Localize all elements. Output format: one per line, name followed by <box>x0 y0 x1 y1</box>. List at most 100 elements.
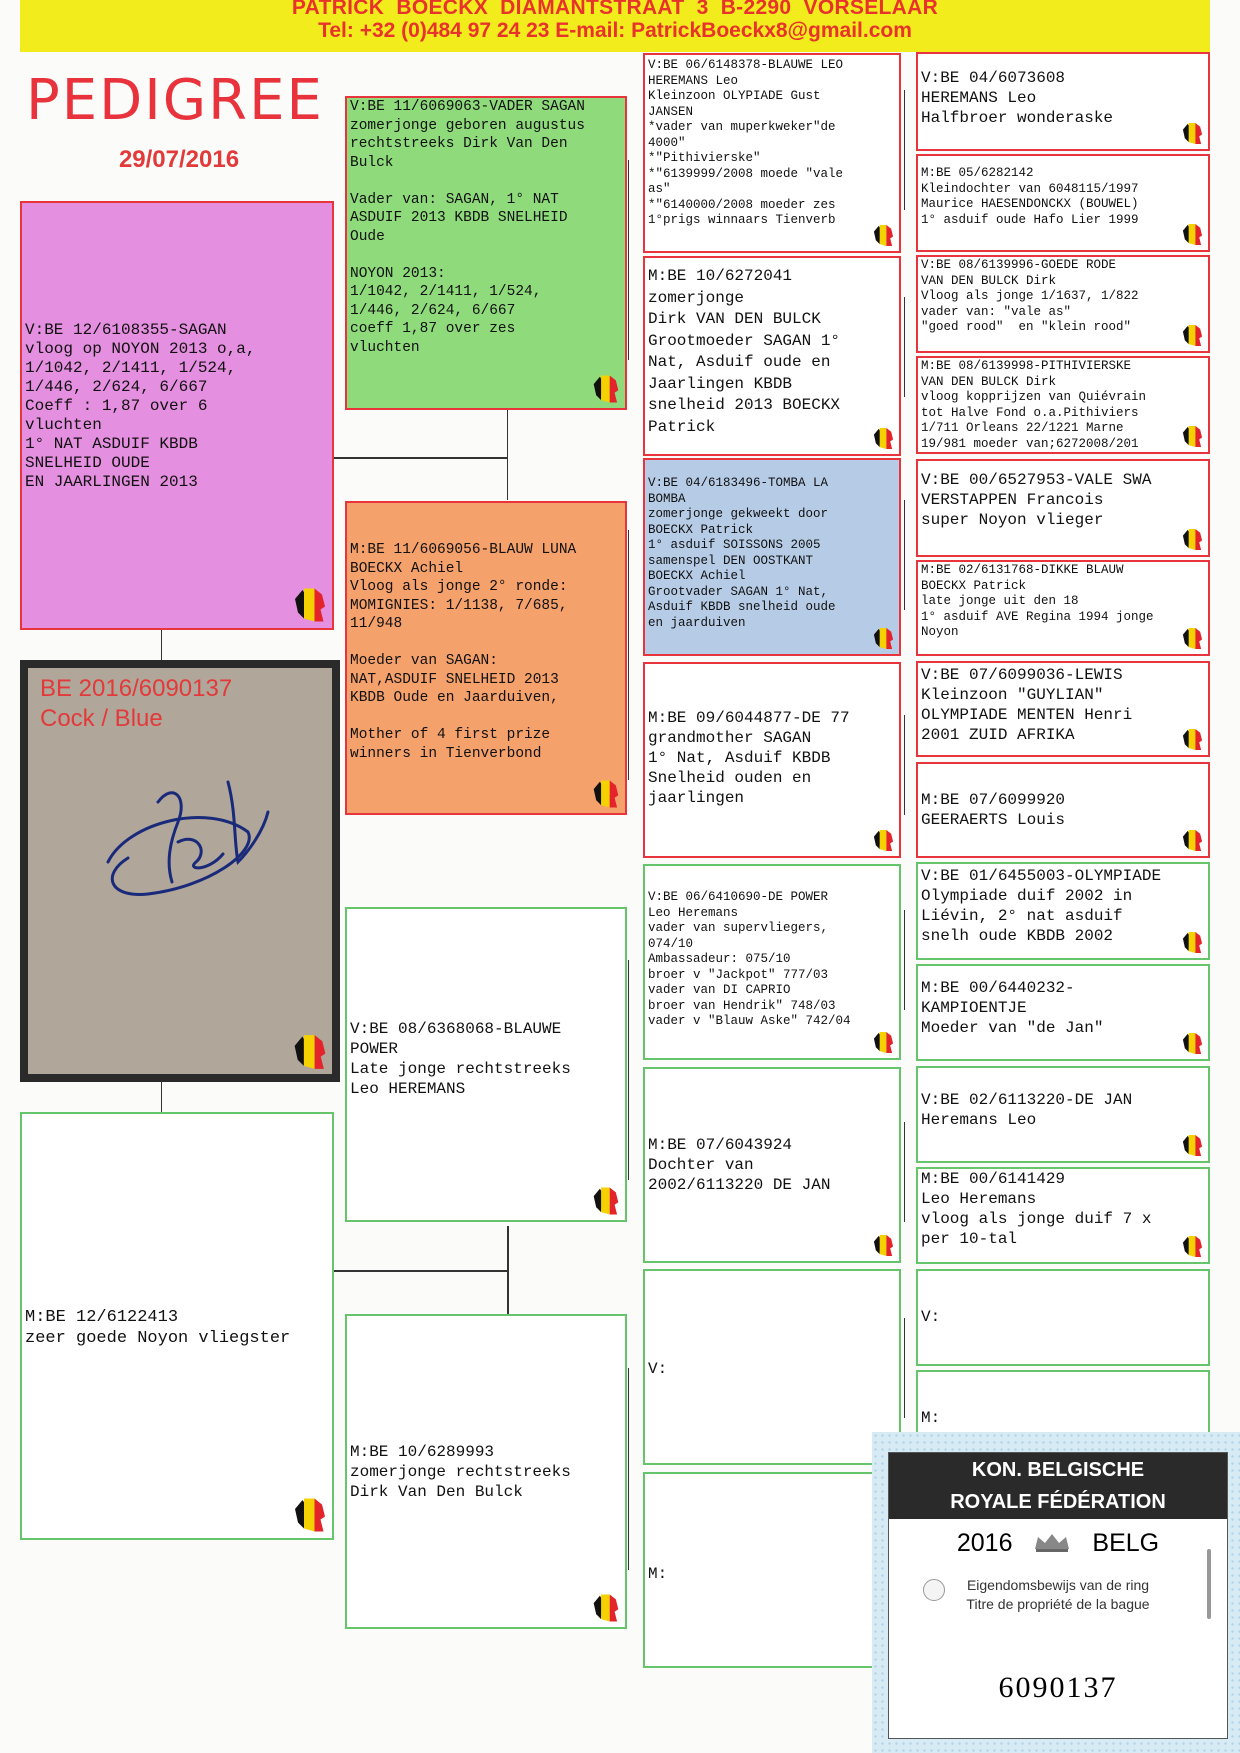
gen3-text-8: M: <box>648 1565 668 1583</box>
gen3-text-6: M:BE 07/6043924 Dochter van 2002/6113220… <box>648 1136 831 1194</box>
gen3-box-3: V:BE 04/6183496-TOMBA LA BOMBA zomerjong… <box>643 458 901 656</box>
gen3-box-5: V:BE 06/6410690-DE POWER Leo Heremans va… <box>643 864 901 1060</box>
gen4-box-8: M:BE 07/6099920 GEERAERTS Louis <box>916 762 1210 858</box>
dam-sire-text: V:BE 08/6368068-BLAUWE POWER Late jonge … <box>350 1020 571 1098</box>
ring-year-country: 2016 BELG <box>889 1529 1227 1558</box>
gen3-text-3: V:BE 04/6183496-TOMBA LA BOMBA zomerjong… <box>648 476 836 630</box>
ring-country: BELG <box>1092 1529 1160 1557</box>
gen3-box-6: M:BE 07/6043924 Dochter van 2002/6113220… <box>643 1067 901 1263</box>
belgium-map-flag-icon <box>593 1594 619 1622</box>
belgium-map-flag-icon <box>1182 223 1203 246</box>
federation-name-nl: KON. BELGISCHE DUIVENLIEFHEBBERSBOND <box>889 1453 1227 1507</box>
belgium-map-flag-icon <box>593 375 619 403</box>
federation-name-fr: ROYALE FÉDÉRATION COLOMBOPHILE BELGE <box>889 1485 1227 1539</box>
gen4-text-3: V:BE 08/6139996-GOEDE RODE VAN DEN BULCK… <box>921 258 1139 334</box>
sire-text: V:BE 12/6108355-SAGAN vloog op NOYON 201… <box>25 321 256 491</box>
sire-sire-text: V:BE 11/6069063-VADER SAGAN zomerjonge g… <box>350 99 585 356</box>
breeder-header: PATRICK BOECKX DIAMANTSTRAAT 3 B-2290 VO… <box>20 0 1210 52</box>
ring-number: 6090137 <box>998 1671 1118 1704</box>
belgium-map-flag-icon <box>1182 1235 1203 1258</box>
gen4-box-1: V:BE 04/6073608 HEREMANS Leo Halfbroer w… <box>916 52 1210 151</box>
dam-box: M:BE 12/6122413 zeer goede Noyon vliegst… <box>20 1112 334 1540</box>
gen3-text-4: M:BE 09/6044877-DE 77 grandmother SAGAN … <box>648 709 850 807</box>
gen4-box-4: M:BE 08/6139998-PITHIVIERSKE VAN DEN BUL… <box>916 356 1210 454</box>
gen4-text-6: M:BE 02/6131768-DIKKE BLAUW BOECKX Patri… <box>921 563 1154 639</box>
belgium-map-flag-icon <box>873 1031 894 1054</box>
subject-sex-color: Cock / Blue <box>40 705 163 732</box>
belgium-map-flag-icon <box>1182 829 1203 852</box>
belgium-map-flag-icon <box>1182 627 1203 650</box>
gen4-box-13: V: <box>916 1269 1210 1366</box>
ring-label-fr: Titre de propriété de la bague <box>966 1596 1150 1612</box>
belgium-map-flag-icon <box>294 1035 326 1069</box>
gen4-box-2: M:BE 05/6282142 Kleindochter van 6048115… <box>916 154 1210 252</box>
subject-pigeon-box: BE 2016/6090137 Cock / Blue <box>20 660 340 1082</box>
gen4-text-7: V:BE 07/6099036-LEWIS Kleinzoon "GUYLIAN… <box>921 666 1133 744</box>
sire-sire-box: V:BE 11/6069063-VADER SAGAN zomerjonge g… <box>345 96 627 410</box>
dam-dam-box: M:BE 10/6289993 zomerjonge rechtstreeks … <box>345 1314 627 1629</box>
gen4-text-12: M:BE 00/6141429 Leo Heremans vloog als j… <box>921 1170 1152 1248</box>
belgium-map-flag-icon <box>873 224 894 247</box>
belgium-map-flag-icon <box>295 1498 325 1532</box>
ring-label-nl: Eigendomsbewijs van de ring <box>966 1577 1150 1593</box>
belgium-map-flag-icon <box>873 829 894 852</box>
belgium-map-flag-icon <box>873 427 894 450</box>
gen3-box-2: M:BE 10/6272041 zomerjonge Dirk VAN DEN … <box>643 256 901 456</box>
ring-ownership-card: KON. BELGISCHE DUIVENLIEFHEBBERSBOND ROY… <box>872 1432 1240 1753</box>
gen4-text-13: V: <box>921 1308 941 1326</box>
subject-ring: BE 2016/6090137 <box>40 675 233 702</box>
dam-text: M:BE 12/6122413 zeer goede Noyon vliegst… <box>25 1308 291 1348</box>
card-punch-hole <box>923 1579 945 1601</box>
gen4-text-10: M:BE 00/6440232- KAMPIOENTJE Moeder van … <box>921 979 1104 1037</box>
gen3-text-1: V:BE 06/6148378-BLAUWE LEO HEREMANS Leo … <box>648 58 844 227</box>
gen3-box-1: V:BE 06/6148378-BLAUWE LEO HEREMANS Leo … <box>643 53 901 253</box>
gen4-box-5: V:BE 00/6527953-VALE SWA VERSTAPPEN Fran… <box>916 459 1210 557</box>
dam-sire-box: V:BE 08/6368068-BLAUWE POWER Late jonge … <box>345 907 627 1222</box>
belgium-map-flag-icon <box>1182 528 1203 551</box>
gen4-box-6: M:BE 02/6131768-DIKKE BLAUW BOECKX Patri… <box>916 560 1210 656</box>
page-title: PEDIGREE <box>26 68 324 133</box>
gen4-text-2: M:BE 05/6282142 Kleindochter van 6048115… <box>921 166 1139 227</box>
signature <box>106 780 270 896</box>
belgium-map-flag-icon <box>1182 324 1203 347</box>
belgium-map-flag-icon <box>1182 425 1203 448</box>
belgium-map-flag-icon <box>873 1234 894 1257</box>
card-staple <box>1207 1549 1211 1619</box>
gen4-text-9: V:BE 01/6455003-OLYMPIADE Olympiade duif… <box>921 867 1162 945</box>
belgium-map-flag-icon <box>1182 122 1203 145</box>
gen3-text-2: M:BE 10/6272041 zomerjonge Dirk VAN DEN … <box>648 267 841 436</box>
belgium-map-flag-icon <box>593 1187 619 1215</box>
belgium-map-flag-icon <box>1182 931 1203 954</box>
belgium-map-flag-icon <box>1182 1134 1203 1157</box>
gen4-box-10: M:BE 00/6440232- KAMPIOENTJE Moeder van … <box>916 964 1210 1061</box>
gen4-text-1: V:BE 04/6073608 HEREMANS Leo Halfbroer w… <box>921 69 1114 127</box>
gen4-text-8: M:BE 07/6099920 GEERAERTS Louis <box>921 791 1066 829</box>
breeder-contact: Tel: +32 (0)484 97 24 23 E-mail: Patrick… <box>318 19 912 42</box>
sire-dam-text: M:BE 11/6069056-BLAUW LUNA BOECKX Achiel… <box>350 542 577 762</box>
gen3-box-7: V: <box>643 1269 901 1465</box>
gen3-box-4: M:BE 09/6044877-DE 77 grandmother SAGAN … <box>643 662 901 858</box>
gen3-text-7: V: <box>648 1360 668 1378</box>
gen4-box-12: M:BE 00/6141429 Leo Heremans vloog als j… <box>916 1167 1210 1264</box>
belgium-map-flag-icon <box>593 780 619 808</box>
gen4-box-11: V:BE 02/6113220-DE JAN Heremans Leo <box>916 1066 1210 1163</box>
gen3-text-5: V:BE 06/6410690-DE POWER Leo Heremans va… <box>648 890 851 1028</box>
belgium-map-flag-icon <box>295 588 325 622</box>
breeder-address: PATRICK BOECKX DIAMANTSTRAAT 3 B-2290 VO… <box>291 0 939 19</box>
gen4-text-4: M:BE 08/6139998-PITHIVIERSKE VAN DEN BUL… <box>921 359 1147 451</box>
pedigree-date: 29/07/2016 <box>118 146 240 173</box>
gen4-text-5: V:BE 00/6527953-VALE SWA VERSTAPPEN Fran… <box>921 471 1152 529</box>
belgium-map-flag-icon <box>1182 1032 1203 1055</box>
dam-dam-text: M:BE 10/6289993 zomerjonge rechtstreeks … <box>350 1443 571 1501</box>
sire-box: V:BE 12/6108355-SAGAN vloog op NOYON 201… <box>20 201 334 630</box>
subject-info: BE 2016/6090137 Cock / Blue <box>40 674 232 734</box>
sire-dam-box: M:BE 11/6069056-BLAUW LUNA BOECKX Achiel… <box>345 501 627 815</box>
ring-card-inner: KON. BELGISCHE DUIVENLIEFHEBBERSBOND ROY… <box>888 1452 1228 1739</box>
crown-icon <box>1035 1534 1070 1552</box>
gen3-box-8: M: <box>643 1472 901 1668</box>
belgium-map-flag-icon <box>873 627 894 650</box>
gen4-text-11: V:BE 02/6113220-DE JAN Heremans Leo <box>921 1091 1133 1129</box>
gen4-box-3: V:BE 08/6139996-GOEDE RODE VAN DEN BULCK… <box>916 255 1210 353</box>
gen4-text-14: M: <box>921 1409 941 1427</box>
gen4-box-7: V:BE 07/6099036-LEWIS Kleinzoon "GUYLIAN… <box>916 661 1210 757</box>
